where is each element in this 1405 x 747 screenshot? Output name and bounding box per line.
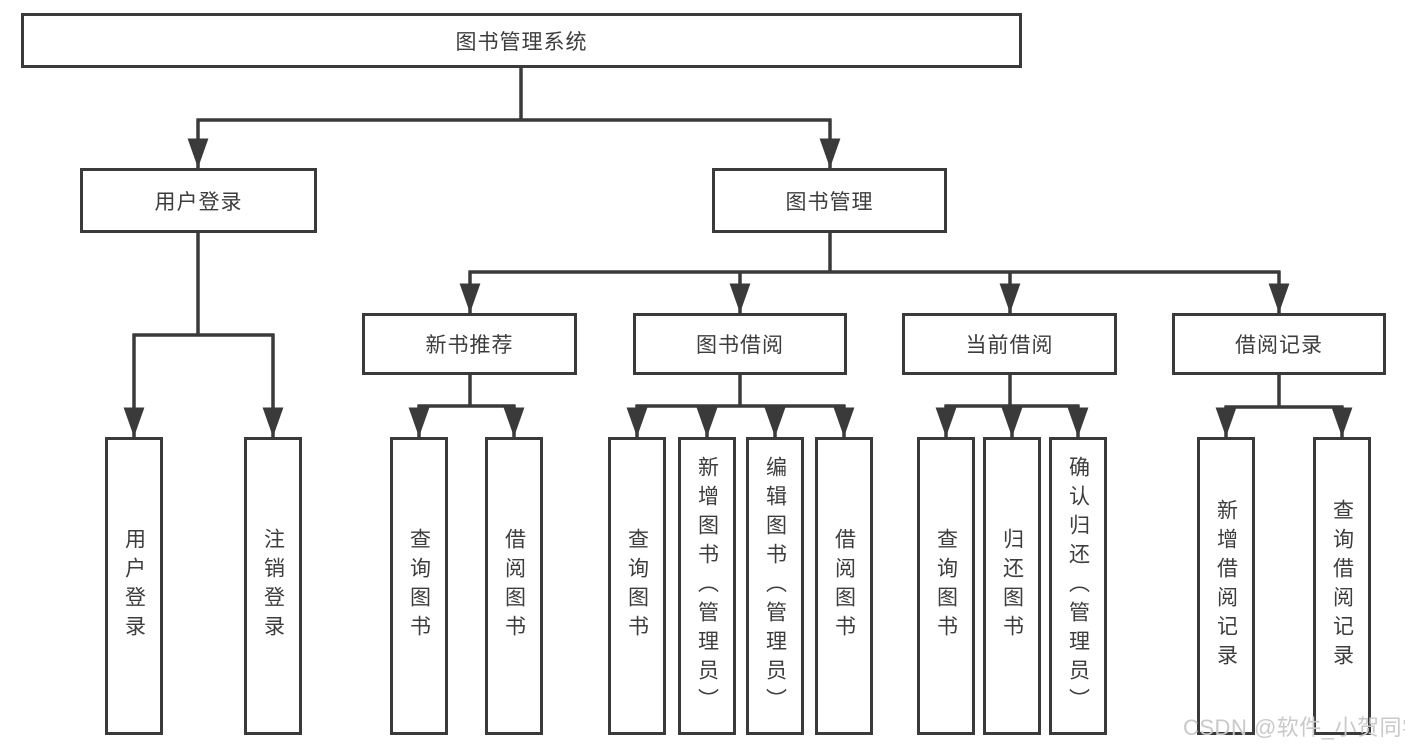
node-book-mgmt: 图书管理: [712, 168, 947, 233]
leaf-newbooks-borrow-label: 借阅图书: [502, 528, 526, 644]
leaf-borrow-edit-label: 编辑图书（管理员）: [763, 455, 787, 717]
node-user-login: 用户登录: [80, 168, 317, 233]
node-book-borrow: 图书借阅: [633, 313, 847, 375]
csdn-watermark: CSDN @软件_小贺同学: [1183, 715, 1405, 740]
leaf-user-login-label: 用户登录: [122, 528, 146, 644]
node-new-books-label: 新书推荐: [425, 334, 514, 357]
leaf-borrow-add-label: 新增图书（管理员）: [695, 455, 719, 717]
leaf-records-query-label: 查询借阅记录: [1330, 499, 1354, 673]
leaf-current-return: 归还图书: [983, 437, 1041, 735]
leaf-borrow-borrow-label: 借阅图书: [832, 528, 856, 644]
leaf-logout: 注销登录: [244, 437, 302, 735]
node-current-borrow: 当前借阅: [902, 313, 1117, 375]
node-user-login-label: 用户登录: [154, 190, 243, 214]
leaf-borrow-query: 查询图书: [608, 437, 666, 735]
leaf-current-query: 查询图书: [917, 437, 975, 735]
leaf-newbooks-query-label: 查询图书: [407, 528, 431, 644]
node-root-label: 图书管理系统: [455, 30, 588, 54]
leaf-borrow-add: 新增图书（管理员）: [678, 437, 736, 735]
node-current-borrow-label: 当前借阅: [965, 334, 1054, 357]
leaf-borrow-query-label: 查询图书: [625, 528, 649, 644]
node-new-books: 新书推荐: [362, 313, 577, 375]
node-borrow-records: 借阅记录: [1172, 313, 1386, 375]
leaf-borrow-edit: 编辑图书（管理员）: [746, 437, 804, 735]
leaf-user-login: 用户登录: [105, 437, 163, 735]
leaf-borrow-borrow: 借阅图书: [815, 437, 873, 735]
leaf-records-query: 查询借阅记录: [1313, 437, 1371, 735]
leaf-records-add: 新增借阅记录: [1197, 437, 1255, 735]
leaf-current-confirm-label: 确认归还（管理员）: [1066, 455, 1090, 717]
leaf-current-query-label: 查询图书: [934, 528, 958, 644]
node-book-borrow-label: 图书借阅: [696, 334, 784, 357]
leaf-current-confirm: 确认归还（管理员）: [1049, 437, 1107, 735]
leaf-newbooks-query: 查询图书: [390, 437, 448, 735]
leaf-current-return-label: 归还图书: [1000, 528, 1024, 644]
leaf-records-add-label: 新增借阅记录: [1214, 499, 1238, 673]
node-book-mgmt-label: 图书管理: [785, 190, 874, 214]
node-borrow-records-label: 借阅记录: [1235, 334, 1323, 357]
leaf-logout-label: 注销登录: [261, 528, 285, 644]
leaf-newbooks-borrow: 借阅图书: [485, 437, 543, 735]
node-root-system: 图书管理系统: [21, 13, 1022, 68]
